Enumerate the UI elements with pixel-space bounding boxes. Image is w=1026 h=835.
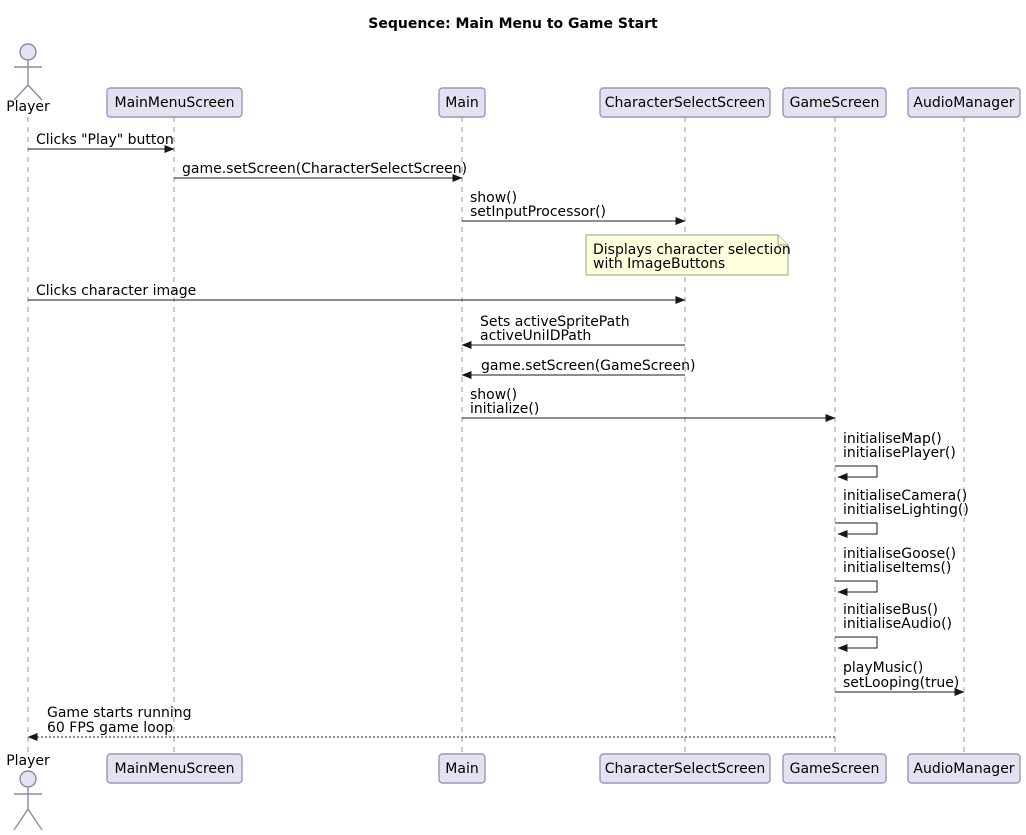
self-message-arrow (835, 465, 878, 481)
note: Displays character selection with ImageB… (585, 234, 791, 276)
actor-player-top: Player (6, 43, 50, 115)
message-label: initialiseBus() (843, 602, 938, 618)
message-label: initialiseMap() (843, 431, 942, 447)
participant-top-main-label: Main (445, 95, 478, 111)
message-label: initialize() (470, 401, 539, 417)
message-label: setLooping(true) (843, 675, 959, 691)
message-label: Sets activeSpritePath (480, 314, 630, 330)
participant-bottom-audiomanager: AudioManager (907, 753, 1021, 784)
participant-top-main: Main (438, 87, 486, 118)
actor-player-bottom: Player (6, 753, 50, 831)
message-label: show() (470, 190, 517, 206)
self-message-arrow (835, 580, 878, 596)
participant-bottom-mainmenuscreen: MainMenuScreen (106, 753, 243, 784)
message-label: initialisePlayer() (843, 445, 956, 461)
participant-top-gamescreen: GameScreen (782, 87, 887, 118)
message-label: initialiseGoose() (843, 546, 956, 562)
note-text: Displays character selection (593, 242, 791, 258)
message-label: show() (470, 387, 517, 403)
participant-top-characterselectscreen: CharacterSelectScreen (599, 87, 771, 118)
participant-bottom-characterselectscreen-label: CharacterSelectScreen (605, 761, 765, 777)
participant-top-audiomanager-label: AudioManager (913, 95, 1014, 111)
note-text: with ImageButtons (593, 256, 725, 272)
participant-bottom-audiomanager-label: AudioManager (913, 761, 1014, 777)
participant-top-audiomanager: AudioManager (907, 87, 1021, 118)
message-label: Game starts running (47, 705, 192, 721)
message-label: initialiseCamera() (843, 488, 967, 504)
participant-bottom-main-label: Main (445, 761, 478, 777)
diagram-title: Sequence: Main Menu to Game Start (368, 16, 658, 32)
participant-top-mainmenuscreen-label: MainMenuScreen (115, 95, 235, 111)
message-label: initialiseItems() (843, 560, 951, 576)
message-label: initialiseLighting() (843, 502, 969, 518)
participant-top-characterselectscreen-label: CharacterSelectScreen (605, 95, 765, 111)
participant-top-mainmenuscreen: MainMenuScreen (106, 87, 243, 118)
participant-top-gamescreen-label: GameScreen (790, 95, 880, 111)
message-label: playMusic() (843, 660, 923, 676)
participant-bottom-gamescreen-label: GameScreen (790, 761, 880, 777)
message-label: Clicks character image (36, 283, 196, 299)
self-message-arrow (835, 522, 878, 538)
message-label: initialiseAudio() (843, 616, 952, 632)
message-label: game.setScreen(GameScreen) (481, 358, 695, 374)
message-label: 60 FPS game loop (47, 720, 173, 736)
message-label: game.setScreen(CharacterSelectScreen) (182, 161, 467, 177)
self-message-arrow (835, 636, 878, 652)
participant-bottom-mainmenuscreen-label: MainMenuScreen (115, 761, 235, 777)
message-label: activeUniIDPath (480, 328, 591, 344)
actor-player-top-label: Player (6, 99, 50, 115)
participant-bottom-gamescreen: GameScreen (782, 753, 887, 784)
participant-bottom-main: Main (438, 753, 486, 784)
message-label: setInputProcessor() (470, 204, 606, 220)
actor-player-bottom-label: Player (6, 753, 50, 769)
participant-bottom-characterselectscreen: CharacterSelectScreen (599, 753, 771, 784)
message-label: Clicks "Play" button (36, 132, 174, 148)
